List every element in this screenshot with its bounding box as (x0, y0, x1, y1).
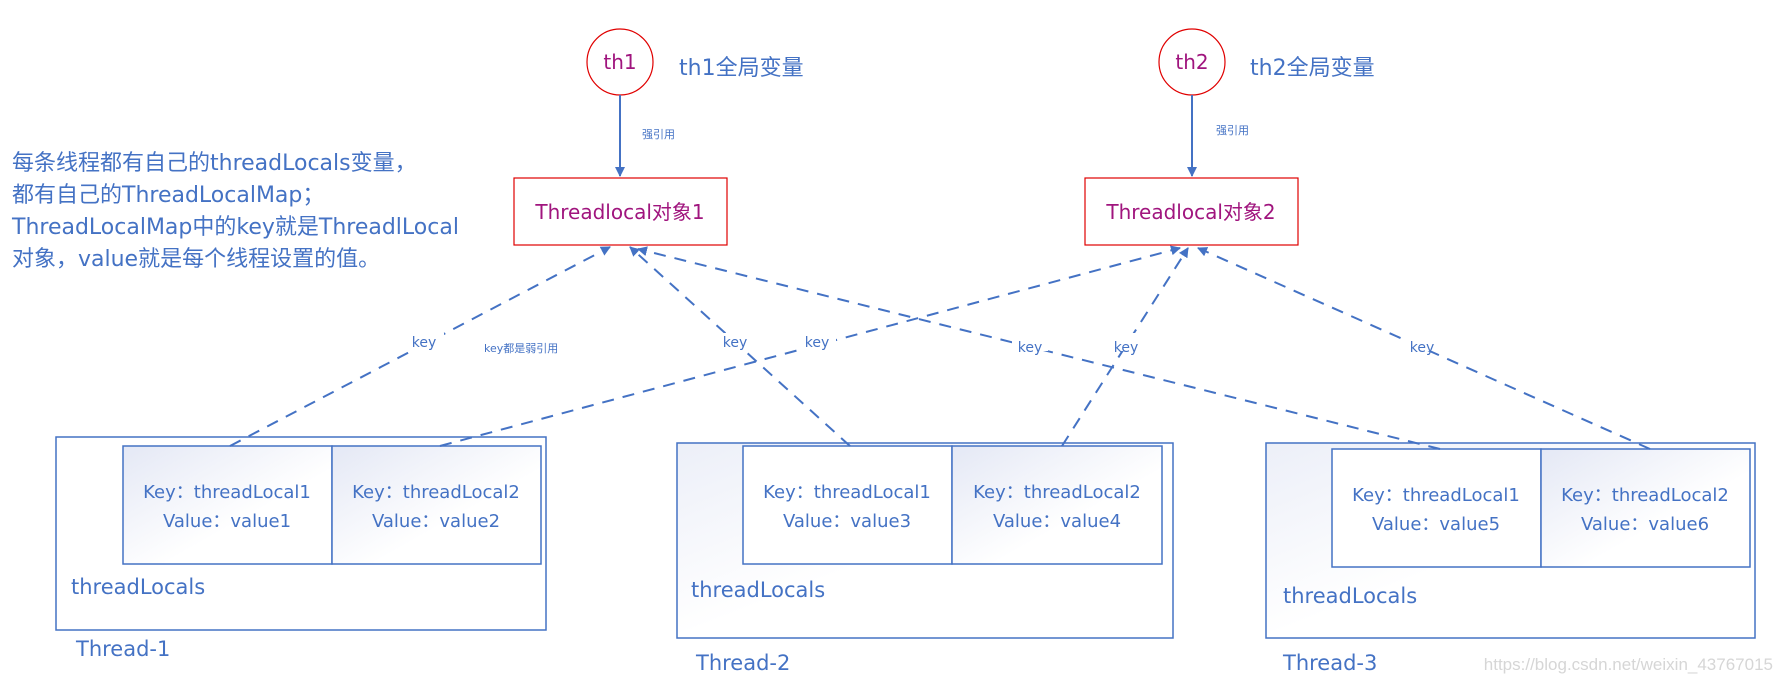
map-entry-cell (122, 445, 333, 565)
entry-key: Key：threadLocal1 (763, 482, 931, 503)
entry-value: Value：value6 (1581, 514, 1709, 535)
entry-key: Key：threadLocal2 (352, 482, 520, 503)
edge-key-label: key (1018, 340, 1043, 356)
threadlocal-object-label: Threadlocal对象2 (1105, 200, 1275, 224)
thread-box-2: Key：threadLocal1 Value：value3 Key：thread… (676, 442, 1174, 675)
weak-ref-edge (1061, 247, 1189, 447)
entry-key: Key：threadLocal2 (1561, 485, 1729, 506)
description-line: ThreadLocalMap中的key就是ThreadlLocal (12, 215, 459, 240)
watermark: https://blog.csdn.net/weixin_43767015 (1484, 655, 1773, 674)
global-caption: th2全局变量 (1250, 56, 1375, 81)
map-label: threadLocals (71, 575, 205, 599)
strong-ref-label: 强引用 (1216, 123, 1249, 137)
description-note: 每条线程都有自己的threadLocals变量， 都有自己的ThreadLocal… (12, 148, 459, 276)
global-th1: th1 th1全局变量 强引用 Threadlocal对象1 (513, 28, 804, 246)
map-label: threadLocals (691, 578, 825, 602)
thread-box-3: Key：threadLocal1 Value：value5 Key：thread… (1265, 442, 1756, 675)
thread-name: Thread-1 (75, 637, 170, 661)
entry-key: Key：threadLocal1 (143, 482, 311, 503)
entry-key: Key：threadLocal2 (973, 482, 1141, 503)
entry-value: Value：value1 (163, 511, 291, 532)
edge-key-label: key (723, 335, 748, 351)
thread-name: Thread-3 (1282, 651, 1377, 675)
entry-key: Key：threadLocal1 (1352, 485, 1520, 506)
map-entry-cell (1331, 448, 1542, 568)
entry-value: Value：value2 (372, 511, 500, 532)
edge-key-label: key (1410, 340, 1435, 356)
weak-ref-edge (637, 246, 1441, 450)
thread-box-1: Key：threadLocal1 Value：value1 Key：thread… (55, 436, 547, 661)
map-entry-cell (951, 445, 1163, 565)
entry-value: Value：value4 (993, 511, 1121, 532)
edge-key-label: key (1114, 340, 1139, 356)
global-th2: th2 th2全局变量 强引用 Threadlocal对象2 (1084, 28, 1375, 246)
map-label: threadLocals (1283, 584, 1417, 608)
map-entry-cell (742, 445, 953, 565)
entry-value: Value：value5 (1372, 514, 1500, 535)
thread-var-label: th2 (1175, 50, 1208, 74)
threadlocal-object-box (1084, 177, 1299, 246)
thread-var-label: th1 (603, 50, 636, 74)
description-line: 都有自己的ThreadLocalMap； (12, 183, 325, 208)
edge-key-label: key (412, 335, 437, 351)
description-line: 每条线程都有自己的threadLocals变量， (12, 151, 417, 176)
global-caption: th1全局变量 (679, 56, 804, 81)
map-entry-cell (331, 445, 542, 565)
weak-ref-note: key都是弱引用 (484, 341, 558, 355)
description-line: 对象，value就是每个线程设置的值。 (12, 247, 381, 272)
threadlocal-object-box (513, 177, 728, 246)
map-entry-cell (1540, 448, 1751, 568)
entry-value: Value：value3 (783, 511, 911, 532)
thread-name: Thread-2 (695, 651, 790, 675)
threadlocal-object-label: Threadlocal对象1 (534, 200, 704, 224)
edge-key-label: key (805, 335, 830, 351)
strong-ref-label: 强引用 (642, 127, 675, 141)
